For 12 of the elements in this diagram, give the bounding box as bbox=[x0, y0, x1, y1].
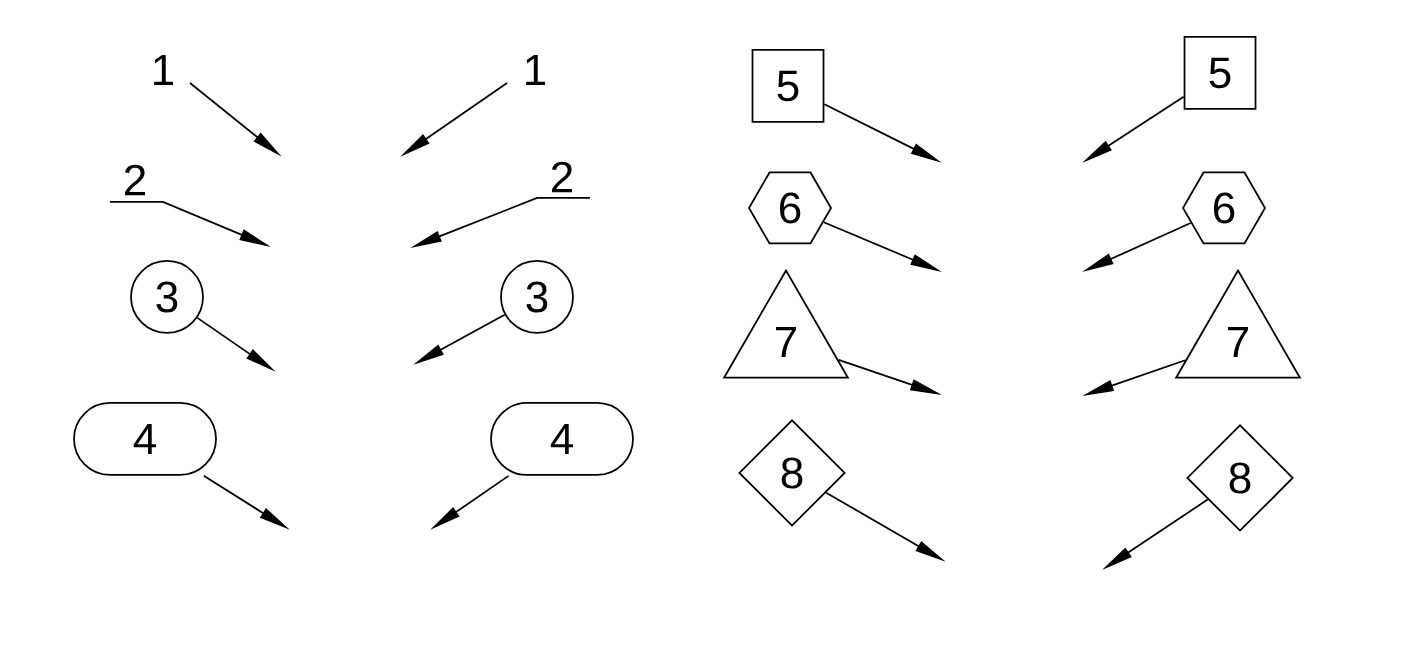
stadium-callout: 4 bbox=[73, 402, 217, 476]
square-callout: 5 bbox=[751, 49, 825, 123]
circle-callout: 3 bbox=[130, 260, 204, 334]
callout-number: 1 bbox=[526, 54, 546, 86]
square-callout: 5 bbox=[1183, 36, 1257, 110]
callout-number: 2 bbox=[552, 161, 572, 193]
circle-callout: 3 bbox=[500, 260, 574, 334]
callout-number: 2 bbox=[125, 164, 145, 196]
diamond-callout: 8 bbox=[1186, 424, 1294, 532]
stadium-callout: 4 bbox=[490, 402, 634, 476]
callout-number: 1 bbox=[154, 54, 174, 86]
diamond-callout: 8 bbox=[738, 419, 846, 527]
